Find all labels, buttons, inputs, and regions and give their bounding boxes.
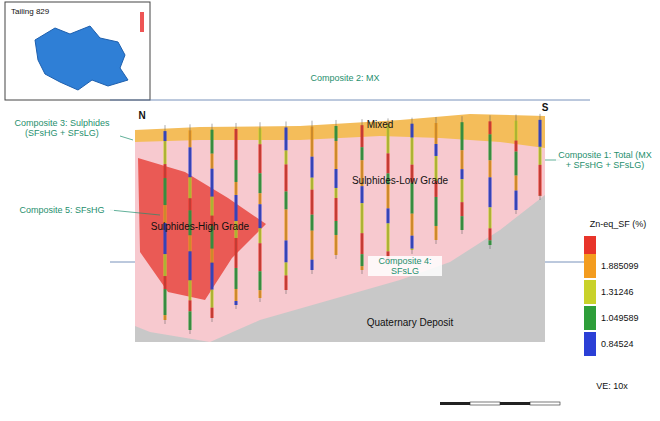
- legend-swatch: [584, 280, 596, 304]
- region-name: Mixed: [367, 119, 394, 130]
- legend-value: 0.84524: [601, 339, 634, 349]
- region-label-box: Quaternary Deposit: [364, 316, 457, 329]
- drill-trace: [362, 119, 363, 274]
- composite-label: Composite 2: MX: [308, 73, 382, 83]
- annotation: S: [542, 102, 549, 114]
- legend-entry: 0.84524: [584, 332, 634, 356]
- north-arrow: [140, 12, 144, 32]
- drill-trace: [412, 118, 413, 254]
- annotation: Zn-eq_SF (%): [590, 219, 647, 229]
- legend-entry: 1.049589: [584, 306, 639, 330]
- scale-bar: [500, 402, 530, 405]
- region-name: Sulphides-High Grade: [151, 221, 249, 232]
- composite-label: Composite 1: Total (MX + SFsHG + SFsLG): [556, 150, 655, 171]
- tailing-outline: [35, 26, 128, 90]
- composite-label: Composite 5: SFsHG: [10, 205, 114, 215]
- region-name: Sulphides-Low Grade: [352, 175, 448, 186]
- region-name: Tailing 829: [11, 7, 49, 16]
- legend-value: 1.885099: [601, 261, 639, 271]
- scale-bar: [530, 402, 560, 405]
- drill-trace: [516, 115, 517, 214]
- legend-top-swatch: [584, 236, 596, 254]
- drill-trace: [236, 123, 237, 309]
- legend-entry: 1.885099: [584, 254, 639, 278]
- legend-value: 1.31246: [601, 287, 634, 297]
- drill-trace: [260, 122, 261, 302]
- drill-trace: [312, 121, 313, 274]
- leader-line: [120, 136, 133, 140]
- legend-swatch: [584, 306, 596, 330]
- leader-line: [110, 210, 160, 215]
- drill-trace: [462, 116, 463, 234]
- annotation: VE: 10x: [596, 381, 628, 391]
- region-name: Quaternary Deposit: [367, 317, 454, 328]
- high-grade-region: [138, 158, 266, 300]
- region-label-box: Mixed: [364, 118, 397, 131]
- composite-label: Composite 3: Sulphides (SFsHG + SFsLG): [5, 118, 119, 139]
- annotation: N: [138, 110, 145, 122]
- drill-trace: [388, 118, 389, 266]
- low-grade-region: [135, 120, 545, 342]
- drill-trace: [286, 121, 287, 294]
- scale-bar: [440, 402, 470, 405]
- region-label-box: Sulphides-Low Grade: [349, 174, 451, 187]
- scale-bar: [470, 402, 500, 405]
- composite-label: Composite 4: SFsLG: [368, 256, 442, 277]
- grid-line: [110, 100, 590, 101]
- inset-frame: [5, 2, 150, 100]
- drill-trace: [490, 115, 491, 249]
- legend-value: 1.049589: [601, 313, 639, 323]
- drill-trace: [336, 120, 337, 259]
- drill-trace: [540, 114, 541, 200]
- legend-swatch: [584, 254, 596, 278]
- inset-map: Tailing 829: [8, 5, 52, 18]
- region-label-box: Sulphides-High Grade: [148, 220, 252, 233]
- mixed-band: [135, 114, 545, 148]
- legend-entry: 1.31246: [584, 280, 634, 304]
- legend-swatch: [584, 332, 596, 356]
